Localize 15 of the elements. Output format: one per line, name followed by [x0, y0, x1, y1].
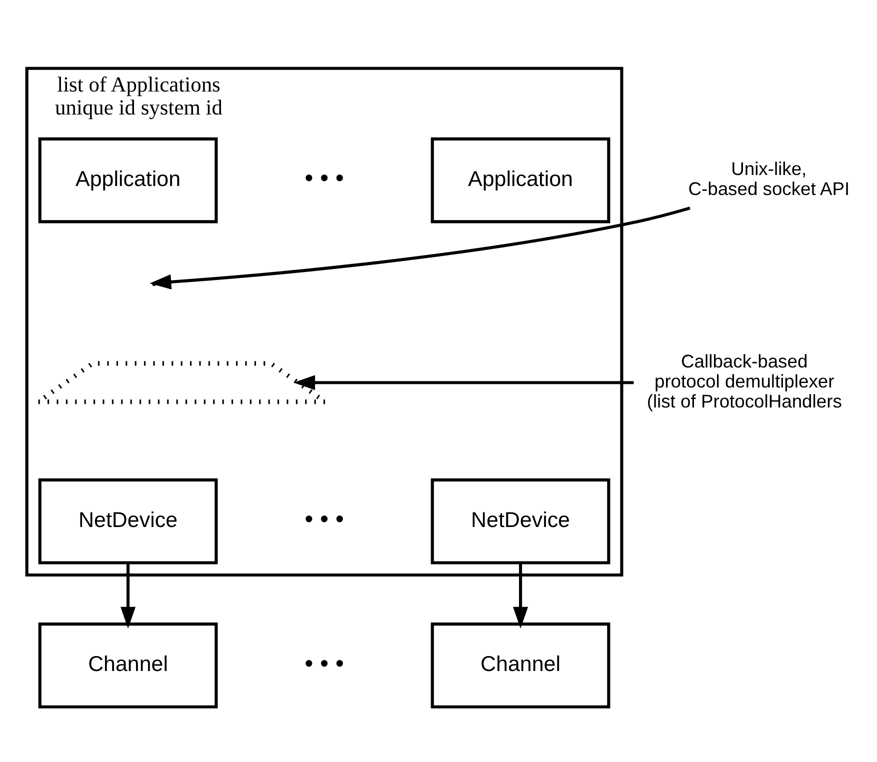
node-box: Channel: [38, 622, 218, 708]
arrow: [120, 562, 136, 628]
node-box: Channel: [430, 622, 610, 708]
label: • • •: [304, 650, 344, 677]
node-box: NetDevice: [38, 478, 218, 564]
arrow: [150, 206, 690, 289]
node-box: Application: [38, 136, 218, 223]
node-box: Application: [430, 136, 610, 223]
label: • • •: [304, 164, 344, 192]
node-text: Unix-like, C-based socket API: [688, 158, 850, 199]
arrow: [294, 374, 634, 390]
node-text: Callback-based protocol demultiplexer (list of ProtocolHandlers: [646, 350, 842, 411]
node-box: NetDevice: [430, 478, 610, 564]
label: • • •: [304, 506, 344, 533]
arrow: [513, 562, 528, 628]
